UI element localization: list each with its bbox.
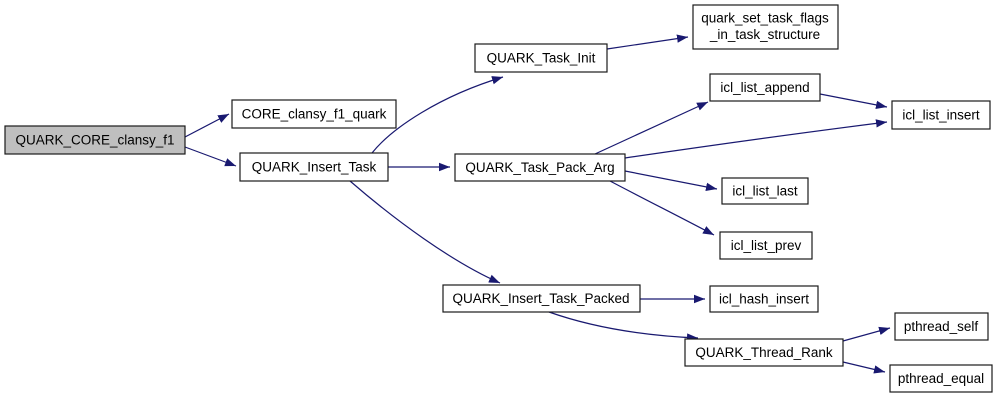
node-label: pthread_equal [898,371,984,386]
node-label: icl_list_insert [902,108,980,123]
node-box [239,152,389,182]
node-quark-insert-task-packed[interactable]: QUARK_Insert_Task_Packed [442,284,641,313]
edge-quark-task-pack-arg-to-icl-list-prev [609,180,715,236]
node-box [889,364,993,393]
node-box [709,285,819,313]
node-quark-task-init[interactable]: QUARK_Task_Init [474,43,608,73]
node-icl-list-insert[interactable]: icl_list_insert [891,100,991,130]
node-label-line1: quark_set_task_flags [701,11,829,26]
node-quark-set-task-flags-in-task-structure[interactable]: quark_set_task_flags _in_task_structure [692,4,839,50]
edge-quark-task-init-to-quark-set-task-flags [606,34,689,50]
edge-icl-list-append-to-icl-list-insert [819,93,888,110]
node-icl-list-prev[interactable]: icl_list_prev [719,231,813,260]
node-icl-hash-insert[interactable]: icl_hash_insert [709,285,819,313]
edge-quark-thread-rank-to-pthread-equal [842,361,886,374]
node-label: QUARK_Task_Pack_Arg [465,160,614,175]
node-box [231,99,397,129]
node-label: icl_hash_insert [719,292,809,307]
node-label: QUARK_Thread_Rank [695,345,833,360]
edge-quark-task-pack-arg-to-icl-list-last [624,170,718,192]
node-box [891,100,991,130]
node-icl-list-last[interactable]: icl_list_last [721,177,809,205]
edge-quark-task-pack-arg-to-icl-list-insert [624,119,888,159]
node-quark-core-clansy-f1: QUARK_CORE_clansy_f1 [4,125,186,155]
node-label: pthread_self [904,319,979,334]
node-box [4,125,186,155]
node-quark-insert-task[interactable]: QUARK_Insert_Task [239,152,389,182]
node-box [692,4,839,50]
node-label: CORE_clansy_f1_quark [242,107,387,122]
node-icl-list-append[interactable]: icl_list_append [709,73,821,102]
node-label: QUARK_Insert_Task [252,160,377,175]
node-box [454,153,626,182]
node-label: icl_list_append [720,80,809,95]
node-label-line2: _in_task_structure [709,27,820,42]
node-box [442,284,641,313]
edge-quark-insert-task-packed-to-quark-thread-rank [548,311,699,342]
node-box [709,73,821,102]
node-core-clansy-f1-quark[interactable]: CORE_clansy_f1_quark [231,99,397,129]
node-box [721,177,809,205]
node-label: QUARK_CORE_clansy_f1 [15,133,174,148]
node-label: icl_list_last [732,184,798,199]
node-quark-thread-rank[interactable]: QUARK_Thread_Rank [684,338,844,367]
edge-quark-insert-task-to-quark-task-init [371,76,504,154]
node-pthread-self[interactable]: pthread_self [894,312,989,341]
node-quark-task-pack-arg[interactable]: QUARK_Task_Pack_Arg [454,153,626,182]
node-box [474,43,608,73]
edge-quark-thread-rank-to-pthread-self [842,326,891,342]
node-pthread-equal[interactable]: pthread_equal [889,364,993,393]
edge-quark-insert-task-to-quark-insert-task-packed [349,180,501,284]
edge-quark-task-pack-arg-to-icl-list-append [594,101,709,155]
node-label: QUARK_Task_Init [487,51,596,66]
node-box [894,312,989,341]
edge-quark-core-clansy-f1-to-quark-insert-task [184,146,237,167]
edge-quark-core-clansy-f1-to-core-clansy-f1-quark [184,113,230,138]
edges [184,34,891,374]
node-label: icl_list_prev [731,238,802,253]
node-box [719,231,813,260]
node-box [684,338,844,367]
node-label: QUARK_Insert_Task_Packed [452,291,629,306]
